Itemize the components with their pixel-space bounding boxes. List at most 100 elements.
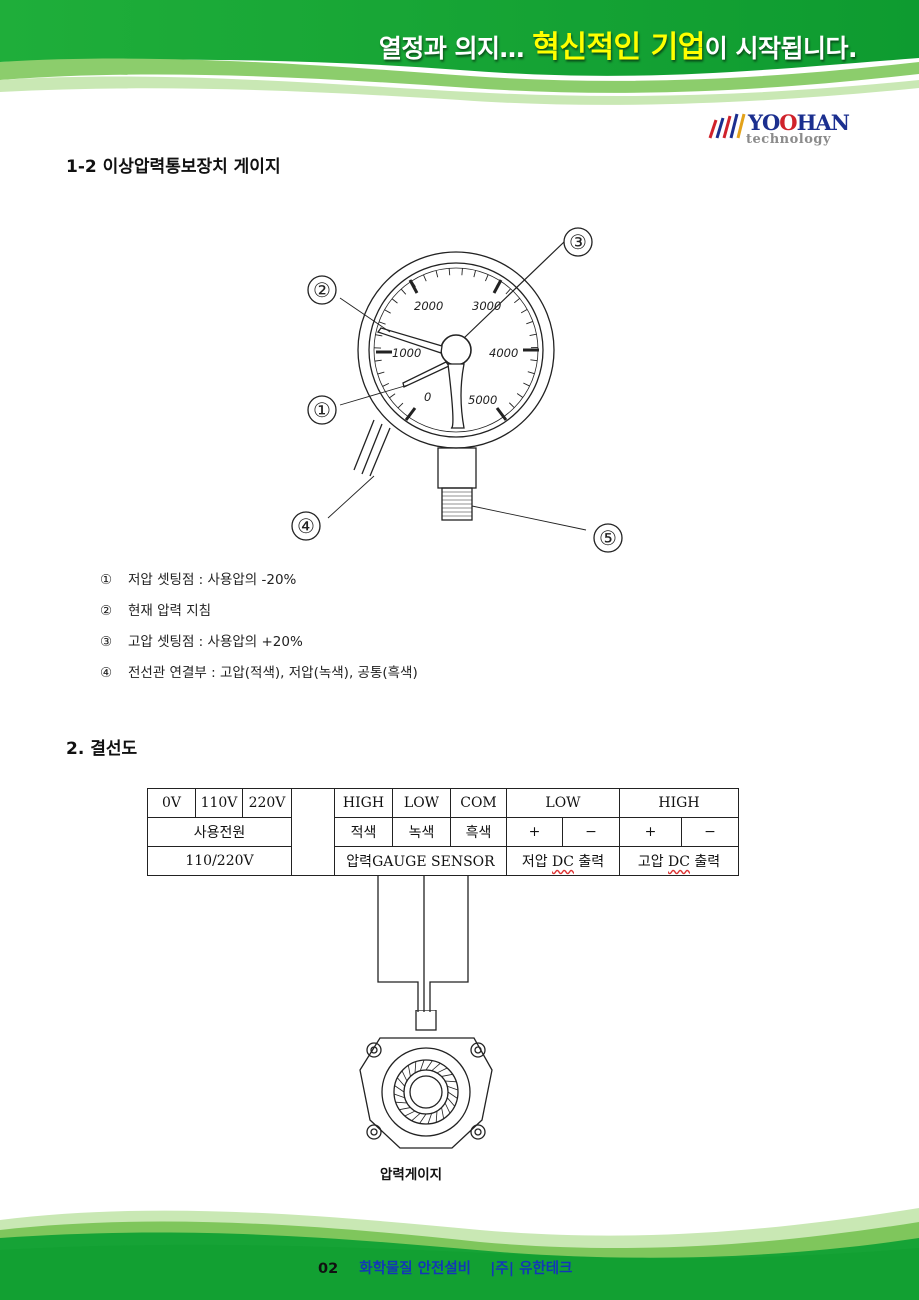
cell-black: 흑색 (450, 817, 507, 847)
footer-wave-background (0, 1208, 919, 1300)
gauge-ring-hatch (447, 1085, 459, 1091)
wiring-diagram-table: 0V 110V 220V HIGH LOW COM LOW HIGH 사용전원 … (147, 788, 739, 876)
dial-minor-tick (516, 393, 524, 398)
cell-110v: 110V (195, 788, 243, 818)
callout-1: ① (313, 398, 331, 422)
dial-minor-tick (391, 298, 398, 304)
company-logo: YOOHAN technology (706, 108, 856, 152)
cell-low-plus: + (506, 817, 563, 847)
gauge-ring-hatch (407, 1065, 411, 1077)
dial-minor-tick (508, 402, 515, 408)
callout-3: ③ (569, 230, 587, 254)
dial-minor-tick (411, 280, 416, 288)
gauge-ring-hatch (436, 1067, 448, 1074)
dial-minor-tick (397, 402, 404, 409)
gauge-ring-hatch (447, 1091, 458, 1099)
cell-high-minus: − (681, 817, 739, 847)
section-title-wiring: 2. 결선도 (66, 739, 138, 759)
dial-minor-tick (389, 393, 396, 399)
pressure-gauge-drawing (359, 1010, 493, 1149)
dial-minor-tick (382, 382, 390, 387)
gauge-ring-hatch (431, 1063, 441, 1072)
cell-0v: 0V (147, 788, 196, 818)
gauge-ring-hatch (397, 1077, 406, 1087)
dial-minor-tick (523, 382, 530, 387)
cell-low-dc-output: 저압 DC 출력 (506, 846, 620, 876)
dial-minor-tick (473, 270, 476, 278)
page-number: 02 (318, 1261, 339, 1277)
gauge-ring-hatch (401, 1070, 408, 1082)
dial-minor-tick (520, 308, 528, 314)
cell-low-minus: − (562, 817, 620, 847)
dial-minor-tick (374, 359, 382, 362)
cell-high-dc-output: 고압 DC 출력 (619, 846, 739, 876)
scale-label-5000: 5000 (468, 393, 497, 407)
gauge-ring-hatch (435, 1111, 438, 1123)
slogan-pre: 열정과 의지… (378, 34, 525, 63)
alarm-gauge-diagram: 0 1000 2000 3000 4000 5000 ② ① ③ ④ ⑤ (291, 227, 623, 553)
gauge-ring-hatch (441, 1073, 453, 1077)
gauge-ring-hatch (395, 1101, 407, 1104)
footer-text: 02 화학물질 안전설비 |주| 유한테크 (318, 1257, 572, 1278)
dial-minor-tick (384, 309, 391, 314)
dial-minor-tick (423, 274, 427, 282)
gauge-ring-hatch (399, 1107, 411, 1111)
callout-5: ⑤ (599, 526, 617, 550)
footer-company: |주| 유한테크 (490, 1261, 573, 1277)
gauge-ring-hatch (419, 1059, 425, 1071)
gauge-ring-hatch (394, 1085, 405, 1093)
dial-minor-tick (378, 321, 386, 325)
dial-minor-tick (527, 371, 535, 375)
dial-minor-tick (526, 320, 534, 325)
scale-label-2000: 2000 (414, 299, 443, 313)
dial-minor-tick (495, 280, 501, 287)
scale-label-1000: 1000 (392, 346, 421, 360)
gauge-ring-hatch (419, 1113, 427, 1124)
callout-2: ② (313, 278, 331, 302)
gauge-ring-hatch (427, 1113, 433, 1125)
footer-description: 화학물질 안전설비 (359, 1261, 472, 1277)
dial-minor-tick (461, 268, 463, 276)
cell-sensor-com: COM (450, 788, 507, 818)
slogan-highlight: 혁신적인 기업 (532, 30, 705, 65)
gauge-ring-hatch (425, 1060, 433, 1071)
gauge-ring-hatch (445, 1080, 457, 1083)
gauge-ring-hatch (444, 1102, 451, 1114)
gauge-ring-hatch (441, 1107, 445, 1119)
cell-power-supply: 사용전원 (147, 817, 292, 847)
cell-red: 적색 (334, 817, 393, 847)
cell-voltage: 110/220V (147, 846, 292, 876)
cell-output-high: HIGH (619, 788, 739, 818)
header-slogan: 열정과 의지… 혁신적인 기업이 시작됩니다. (378, 22, 858, 66)
logo-stripes-icon (708, 113, 746, 139)
cell-gauge-sensor: 압력GAUGE SENSOR (334, 846, 507, 876)
section-title-gauge: 1-2 이상압력통보장치 게이지 (66, 157, 281, 177)
scale-label-4000: 4000 (489, 346, 518, 360)
cell-sensor-low: LOW (392, 788, 451, 818)
dial-minor-tick (375, 334, 383, 337)
scale-label-3000: 3000 (472, 299, 501, 313)
logo-subtitle: technology (746, 132, 832, 147)
dial-minor-tick (529, 333, 537, 337)
cell-output-low: LOW (506, 788, 620, 818)
gauge-ring-hatch (414, 1061, 417, 1073)
scale-label-0: 0 (424, 390, 431, 404)
dial-minor-tick (400, 288, 407, 295)
pressure-gauge-label: 압력게이지 (380, 1167, 443, 1183)
dial-minor-tick (377, 371, 385, 375)
gauge-ring-hatch (404, 1110, 416, 1117)
dial-minor-tick (530, 359, 538, 362)
page-footer (0, 1190, 919, 1300)
cell-green: 녹색 (392, 817, 451, 847)
dial-minor-tick (435, 270, 439, 278)
slogan-post: 이 시작됩니다. (704, 34, 858, 63)
logo-name: YOOHAN (748, 110, 850, 135)
gauge-ring-hatch (393, 1093, 405, 1099)
gauge-ring-hatch (446, 1097, 455, 1107)
cell-high-plus: + (619, 817, 682, 847)
